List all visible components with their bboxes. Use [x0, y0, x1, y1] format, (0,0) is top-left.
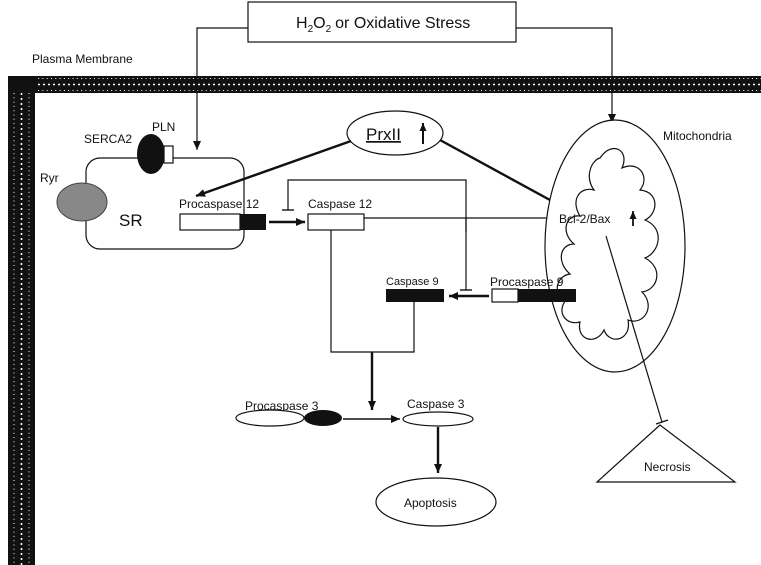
prxii-label: PrxII	[366, 125, 401, 144]
plasma-membrane-label: Plasma Membrane	[32, 52, 133, 66]
necrosis-label: Necrosis	[644, 460, 691, 474]
procaspase9-active-domain	[518, 289, 576, 302]
inhibit-to-necrosis-line	[605, 235, 663, 423]
caspase12-box	[307, 213, 365, 231]
ryr-channel	[56, 182, 108, 222]
procaspase12-active-domain	[240, 214, 266, 230]
procaspase3-active-domain	[304, 410, 342, 426]
procaspase12-prodomain	[179, 213, 241, 231]
caspase12-label: Caspase 12	[308, 197, 372, 211]
stress-box	[247, 1, 517, 43]
arrow-prxii-to-procaspase12	[195, 139, 352, 198]
procaspase9-label: Procaspase 9	[490, 275, 564, 289]
pln-label: PLN	[152, 120, 175, 134]
arrow-stress-to-mitochondria	[516, 27, 616, 123]
caspase3-oval	[402, 411, 474, 427]
inhibit-to-procaspase12-line	[287, 179, 467, 232]
prxii-oval	[346, 110, 444, 156]
procaspase3-prodomain	[235, 409, 305, 427]
mitochondria-outer-membrane	[544, 119, 686, 373]
arrow-stress-to-sr	[193, 27, 248, 150]
procaspase9-prodomain	[491, 288, 519, 303]
caspase9-label: Caspase 9	[386, 276, 439, 288]
plasma-membrane	[8, 76, 761, 565]
apoptosis-oval	[375, 477, 497, 527]
pln-protein	[163, 145, 174, 164]
necrosis-triangle	[595, 424, 737, 483]
procaspase12-label: Procaspase 12	[179, 197, 259, 211]
bcl2bax-label: Bcl-2/Bax	[559, 212, 610, 226]
apoptosis-label: Apoptosis	[404, 496, 457, 510]
caspase9-box	[386, 289, 444, 302]
inhibit-bar-necrosis	[655, 419, 669, 425]
procaspase3-label: Procaspase 3	[245, 399, 319, 413]
mitochondria-label: Mitochondria	[663, 129, 732, 143]
ryr-label: Ryr	[40, 171, 59, 185]
serca2-label: SERCA2	[84, 132, 132, 146]
caspase3-label: Caspase 3	[407, 397, 465, 411]
sr-label: SR	[119, 211, 143, 230]
mitochondria-cristae	[556, 147, 659, 340]
serca2-pump	[137, 134, 165, 174]
